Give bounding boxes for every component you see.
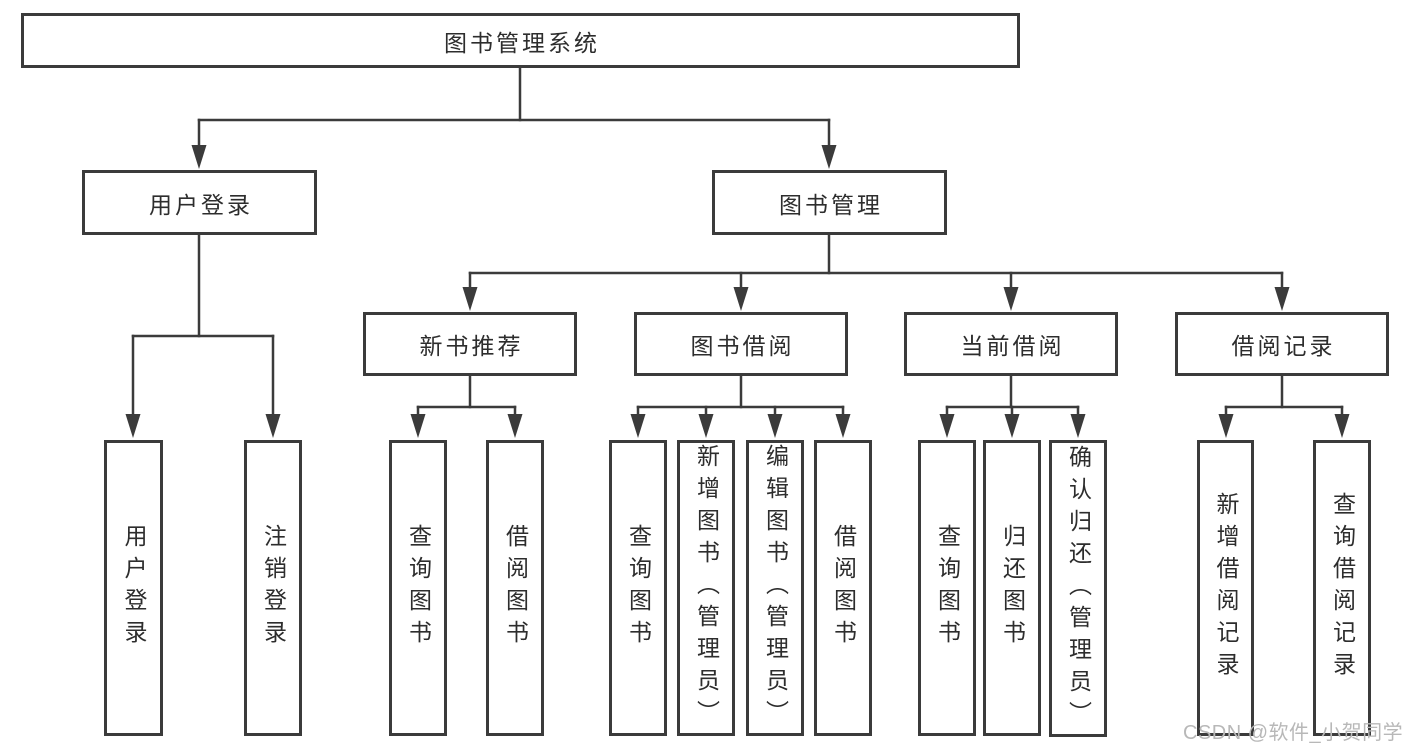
- leaf-query-borrow-record: 查询借阅记录: [1313, 440, 1371, 736]
- node-borrowing-records-label: 借阅记录: [1231, 333, 1336, 359]
- node-new-book-recommend: 新书推荐: [363, 312, 577, 376]
- leaf-logout: 注销登录: [244, 440, 302, 736]
- leaf-add-borrow-record: 新增借阅记录: [1197, 440, 1254, 736]
- leaf-user-login: 用户登录: [104, 440, 163, 736]
- csdn-watermark: CSDN @软件_小贺同学: [1183, 722, 1404, 744]
- node-book-borrowing: 图书借阅: [634, 312, 848, 376]
- node-book-management: 图书管理: [712, 170, 947, 235]
- leaf-query-books-recommend: 查询图书: [389, 440, 447, 736]
- leaf-return-books: 归还图书: [983, 440, 1041, 736]
- leaf-add-book-admin: 新增图书（管理员）: [677, 440, 735, 736]
- leaf-borrow-books-borrowing: 借阅图书: [814, 440, 872, 736]
- node-user-login-label: 用户登录: [149, 191, 253, 218]
- node-book-borrowing-label: 图书借阅: [690, 333, 795, 359]
- node-current-borrowing: 当前借阅: [904, 312, 1118, 376]
- node-book-management-label: 图书管理: [779, 191, 883, 218]
- leaf-confirm-return-admin: 确认归还（管理员）: [1049, 440, 1107, 737]
- leaf-query-books-borrowing: 查询图书: [609, 440, 667, 736]
- node-root: 图书管理系统: [21, 13, 1020, 68]
- node-user-login: 用户登录: [82, 170, 317, 235]
- leaf-query-books-current: 查询图书: [918, 440, 976, 736]
- node-borrowing-records: 借阅记录: [1175, 312, 1389, 376]
- node-root-label: 图书管理系统: [444, 29, 600, 56]
- leaf-borrow-books-recommend: 借阅图书: [486, 440, 544, 736]
- node-new-book-recommend-label: 新书推荐: [419, 333, 524, 359]
- node-current-borrowing-label: 当前借阅: [960, 333, 1065, 359]
- leaf-edit-book-admin: 编辑图书（管理员）: [746, 440, 804, 736]
